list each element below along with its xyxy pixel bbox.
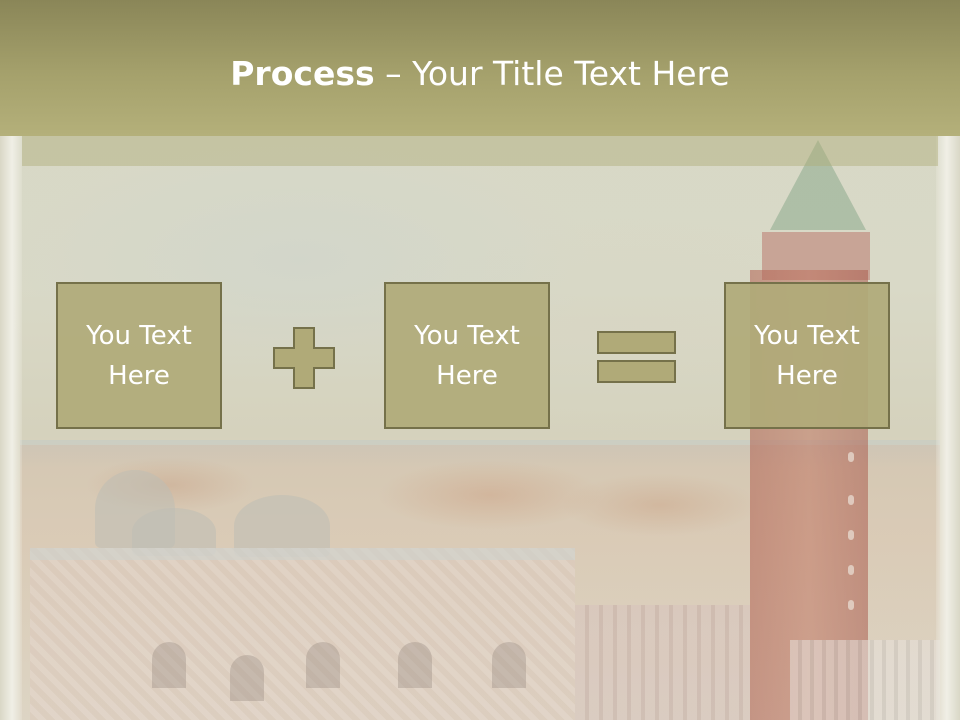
- palace-arch: [230, 655, 264, 701]
- slide-title[interactable]: Process – Your Title Text Here: [0, 52, 960, 96]
- frame-edge-right: [936, 136, 960, 720]
- title-bar-shadow: [22, 136, 938, 166]
- basilica-dome: [234, 495, 330, 557]
- process-box-text: You Text Here: [414, 320, 520, 391]
- tower-window: [848, 530, 854, 540]
- process-box-text: You Text Here: [86, 320, 192, 391]
- palace-arch: [152, 642, 186, 688]
- frame-edge-left: [0, 136, 22, 720]
- background-palace: [30, 548, 575, 720]
- process-box-text: You Text Here: [754, 320, 860, 391]
- title-bold: Process: [230, 54, 375, 93]
- background-building: [790, 640, 940, 720]
- process-box-2[interactable]: You Text Here: [384, 282, 550, 429]
- background-palace-roof: [30, 548, 575, 560]
- plus-icon: [273, 327, 335, 389]
- background-building: [575, 605, 750, 720]
- tower-window: [848, 600, 854, 610]
- title-bar: [0, 0, 960, 136]
- tower-window: [848, 452, 854, 462]
- tower-window: [848, 495, 854, 505]
- tower-window: [848, 565, 854, 575]
- palace-arch: [492, 642, 526, 688]
- palace-arch: [398, 642, 432, 688]
- equals-icon: [597, 331, 676, 383]
- palace-arch: [306, 642, 340, 688]
- process-box-3[interactable]: You Text Here: [724, 282, 890, 429]
- campanile-spire: [770, 140, 866, 230]
- title-rest: – Your Title Text Here: [374, 54, 730, 93]
- process-box-1[interactable]: You Text Here: [56, 282, 222, 429]
